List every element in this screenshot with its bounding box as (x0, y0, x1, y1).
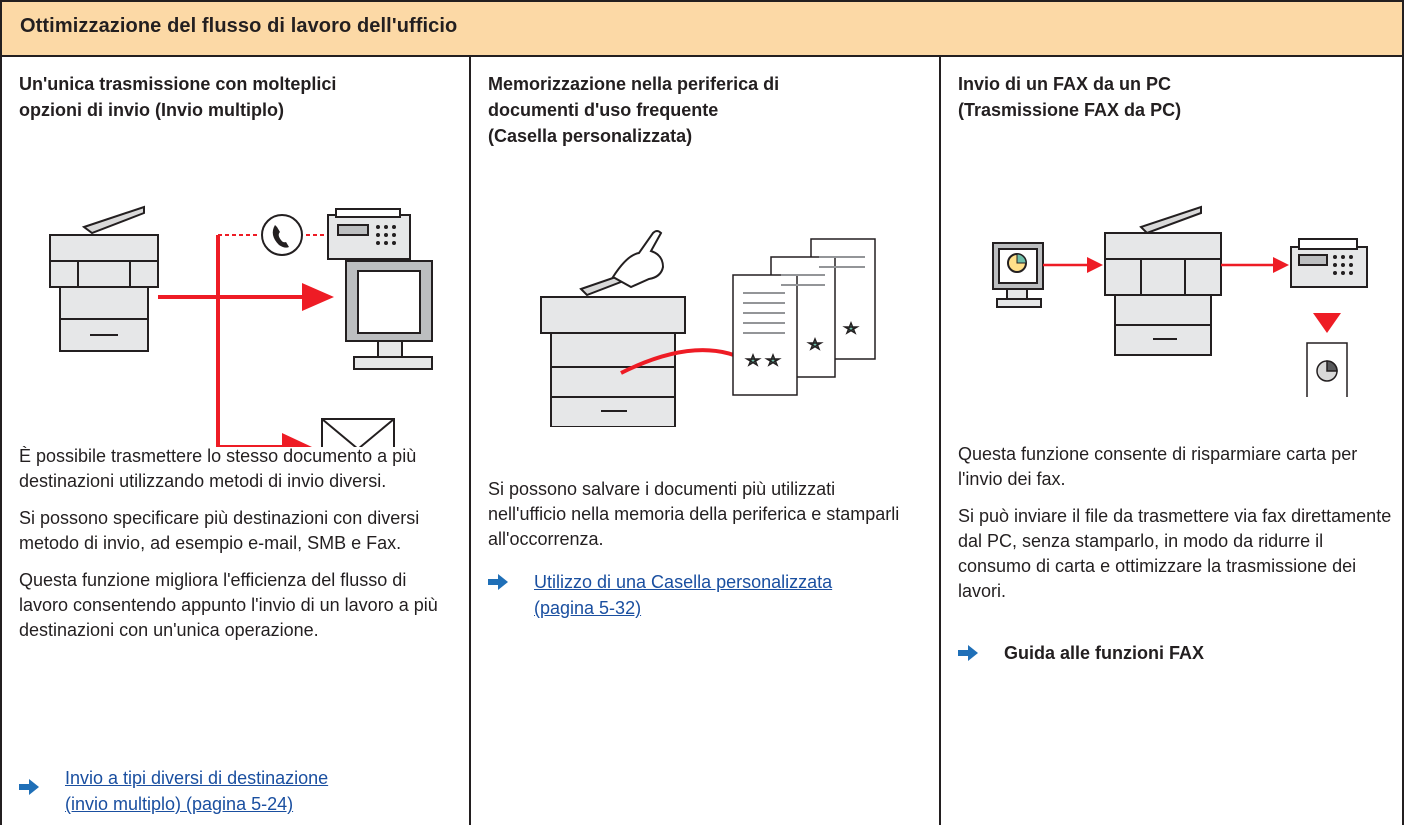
paragraph: È possibile trasmettere lo stesso docume… (19, 446, 417, 491)
title-line: documenti d'uso frequente (488, 100, 719, 120)
paragraph: Si possono salvare i documenti più utili… (488, 479, 900, 549)
paragraph: Questa funzione consente di risparmiare … (958, 444, 1358, 489)
paragraph: Si possono specificare più destinazioni … (19, 508, 420, 553)
printer-icon (540, 267, 686, 427)
section-title: Ottimizzazione del flusso di lavoro dell… (20, 15, 458, 37)
column-title: Invio di un FAX da un PC (Trasmissione F… (958, 71, 1378, 123)
column-description: Si possono salvare i documenti più utili… (488, 477, 918, 564)
column-invio-multiplo: Un'unica trasmissione con molteplici opz… (0, 57, 470, 825)
fax-da-pc-illustration (992, 205, 1368, 397)
title-line: Memorizzazione nella periferica di (488, 74, 780, 94)
guide-fax-label[interactable]: Guida alle funzioni FAX (1004, 643, 1205, 663)
title-line: opzioni di invio (Invio multiplo) (19, 100, 284, 120)
link-invio-multiplo[interactable]: Invio a tipi diversi di destinazione (in… (65, 765, 465, 817)
column-casella-personalizzata: Memorizzazione nella periferica di docum… (470, 57, 940, 825)
link-line[interactable]: (invio multiplo) (pagina 5-24) (65, 794, 294, 814)
guide-row: Guida alle funzioni FAX (958, 640, 1378, 668)
fax-icon (1290, 238, 1368, 288)
link-row: Invio a tipi diversi di destinazione (in… (19, 765, 459, 821)
column-description: Questa funzione consente di risparmiare … (958, 442, 1398, 616)
printed-fax-icon (1306, 342, 1348, 397)
link-line[interactable]: Utilizzo di una Casella personalizzata (534, 572, 833, 592)
column-title: Memorizzazione nella periferica di docum… (488, 71, 908, 149)
column-description: È possibile trasmettere lo stesso docume… (19, 444, 449, 655)
casella-illustration (540, 230, 876, 427)
link-line[interactable]: (pagina 5-32) (534, 598, 642, 618)
printer-icon (49, 205, 159, 352)
nav-arrow-icon (958, 645, 978, 661)
title-line: Invio di un FAX da un PC (958, 74, 1172, 94)
hand-icon (611, 230, 665, 289)
invio-multiplo-illustration (49, 205, 433, 447)
fax-icon (327, 208, 411, 260)
pc-icon (992, 242, 1044, 308)
printer-icon (1104, 205, 1222, 356)
document-stack-icon (732, 238, 876, 396)
title-line: (Trasmissione FAX da PC) (958, 100, 1182, 120)
nav-arrow-icon (19, 779, 39, 795)
envelope-icon (321, 418, 395, 447)
link-line[interactable]: Invio a tipi diversi di destinazione (65, 768, 329, 788)
link-casella-personalizzata[interactable]: Utilizzo di una Casella personalizzata (… (534, 569, 934, 621)
paragraph: Questa funzione migliora l'efficienza de… (19, 570, 438, 640)
column-fax-da-pc: Invio di un FAX da un PC (Trasmissione F… (940, 57, 1404, 825)
section-header: Ottimizzazione del flusso di lavoro dell… (0, 0, 1404, 57)
title-line: Un'unica trasmissione con molteplici (19, 74, 337, 94)
title-line: (Casella personalizzata) (488, 126, 693, 146)
phone-icon (261, 214, 303, 256)
monitor-icon (345, 260, 433, 370)
nav-arrow-icon (488, 574, 508, 590)
paragraph: Si può inviare il file da trasmettere vi… (958, 506, 1392, 601)
column-title: Un'unica trasmissione con molteplici opz… (19, 71, 439, 123)
link-row: Utilizzo di una Casella personalizzata (… (488, 569, 928, 625)
